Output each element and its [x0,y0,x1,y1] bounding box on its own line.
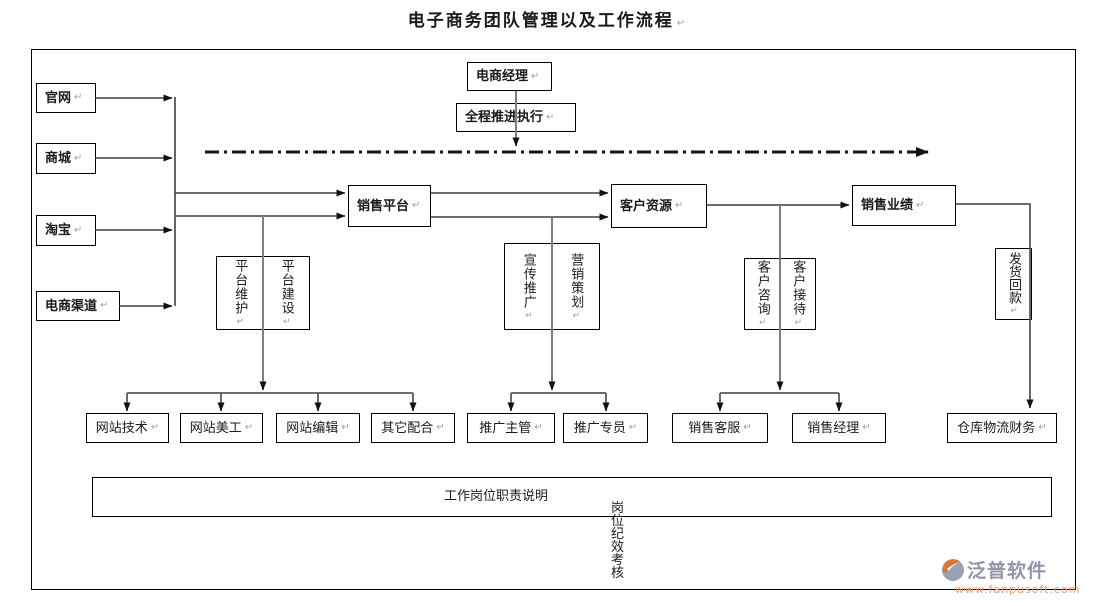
paragraph-mark: ↵ [281,317,292,327]
node-label: 电商渠道 [45,298,98,314]
marketing-tasks-group: 宣传推广↵ 营销策划↵ [504,243,600,330]
node-website-editing[interactable]: 网站编辑↵ [276,413,360,443]
paragraph-mark: ↵ [1009,306,1019,316]
footer-note-box[interactable]: 工作岗位职责说明 岗位纪效考核↵ [92,477,1052,580]
paragraph-mark: ↵ [74,92,83,103]
node-website-design[interactable]: 网站美工↵ [180,413,263,443]
node-sales-service[interactable]: 销售客服↵ [672,413,768,443]
node-marketing-planning[interactable]: 营销策划↵ [551,244,600,329]
node-label: 宣传推广 [520,252,536,309]
paragraph-mark: ↵ [571,310,582,321]
node-label: 网站编辑 [286,420,339,436]
node-customer-consultation[interactable]: 客户咨询 ↵ [745,259,780,329]
platform-tasks-group: 平台维护 ↵ 平台建设 ↵ [216,256,310,330]
paragraph-mark: ↵ [614,501,623,512]
node-label: 官网 [45,90,72,106]
node-label: 推广主管 [479,420,532,436]
paragraph-mark: ↵ [523,310,534,321]
node-label: 淘宝 [45,223,72,238]
node-label: 客户资源 [620,198,673,214]
paragraph-mark: ↵ [916,199,925,211]
node-channel-mall[interactable]: 商城↵ [36,143,96,174]
node-platform-construction[interactable]: 平台建设 ↵ [262,257,310,329]
node-channel-website[interactable]: 官网↵ [36,83,96,113]
watermark-brand: 泛普软件 [967,560,1048,582]
node-label: 营销策划 [568,252,584,309]
fanpu-logo-icon [942,558,964,581]
node-warehouse-logistics-finance[interactable]: 仓库物流财务↵ [947,413,1057,443]
node-promotion-supervisor[interactable]: 推广主管↵ [467,413,555,443]
footer-duty-note: 工作岗位职责说明 [444,489,549,504]
node-label: 客户咨询 [754,260,770,316]
node-label: 发货回款 [1006,252,1021,304]
paragraph-mark: ↵ [1038,422,1047,433]
node-other-cooperation[interactable]: 其它配合↵ [371,413,455,443]
node-channel-ecommerce[interactable]: 电商渠道↵ [36,291,120,321]
node-website-technology[interactable]: 网站技术↵ [86,413,169,443]
paragraph-mark: ↵ [676,18,688,29]
node-sales-performance[interactable]: 销售业绩↵ [852,185,956,226]
node-shipping-payment[interactable]: 发货回款 ↵ [995,248,1032,320]
node-label: 电商经理 [476,69,529,84]
node-label: 仓库物流财务 [957,420,1036,436]
node-platform-maintenance[interactable]: 平台维护 ↵ [217,257,263,329]
node-label: 商城 [45,151,72,166]
node-label: 其它配合 [381,420,434,436]
paragraph-mark: ↵ [412,200,421,211]
paragraph-mark: ↵ [628,422,638,433]
node-customer-resources[interactable]: 客户资源↵ [611,184,707,228]
diagram-title-text: 电子商务团队管理以及工作流程 [407,11,674,31]
node-full-process-execution[interactable]: 全程推进执行↵ [456,103,576,132]
node-label: 平台建设 [278,259,294,315]
paragraph-mark: ↵ [546,111,555,123]
node-promotion-specialist[interactable]: 推广专员↵ [563,413,648,443]
paragraph-mark: ↵ [531,70,540,82]
node-label: 网站技术 [95,420,148,436]
node-publicity-promotion[interactable]: 宣传推广↵ [505,244,552,329]
paragraph-mark: ↵ [235,317,246,327]
node-label: 销售业绩 [861,198,914,213]
node-label: 销售平台 [357,198,410,214]
node-label: 客户接待 [790,260,806,316]
paragraph-mark: ↵ [862,422,871,433]
paragraph-mark: ↵ [150,422,160,433]
node-ecommerce-manager[interactable]: 电商经理↵ [467,62,552,91]
paragraph-mark: ↵ [793,318,804,328]
paragraph-mark: ↵ [675,200,684,211]
node-sales-manager[interactable]: 销售经理↵ [792,413,886,443]
node-label: 销售客服 [688,420,741,436]
paragraph-mark: ↵ [341,422,350,433]
node-label: 推广专员 [573,420,626,436]
paragraph-mark: ↵ [100,300,109,311]
paragraph-mark: ↵ [534,422,543,433]
node-label: 全程推进执行 [465,110,544,125]
customer-tasks-group: 客户咨询 ↵ 客户接待 ↵ [744,258,816,330]
node-sales-platform[interactable]: 销售平台↵ [348,185,431,227]
paragraph-mark: ↵ [74,224,83,236]
paragraph-mark: ↵ [244,422,254,433]
diagram-title: 电子商务团队管理以及工作流程↵ [0,6,1095,31]
node-label: 平台维护 [232,259,248,315]
paragraph-mark: ↵ [743,422,752,433]
node-customer-reception[interactable]: 客户接待 ↵ [779,259,816,329]
paragraph-mark: ↵ [74,152,83,164]
node-label: 网站美工 [189,420,242,436]
paragraph-mark: ↵ [757,318,768,328]
node-channel-taobao[interactable]: 淘宝↵ [36,215,96,246]
watermark: 泛普软件 www.fanpusoft.com [941,556,1091,602]
paragraph-mark: ↵ [436,422,445,433]
node-label: 销售经理 [807,420,860,436]
watermark-url: www.fanpusoft.com [955,583,1081,596]
footer-review-text: 岗位纪效考核 [611,501,625,581]
